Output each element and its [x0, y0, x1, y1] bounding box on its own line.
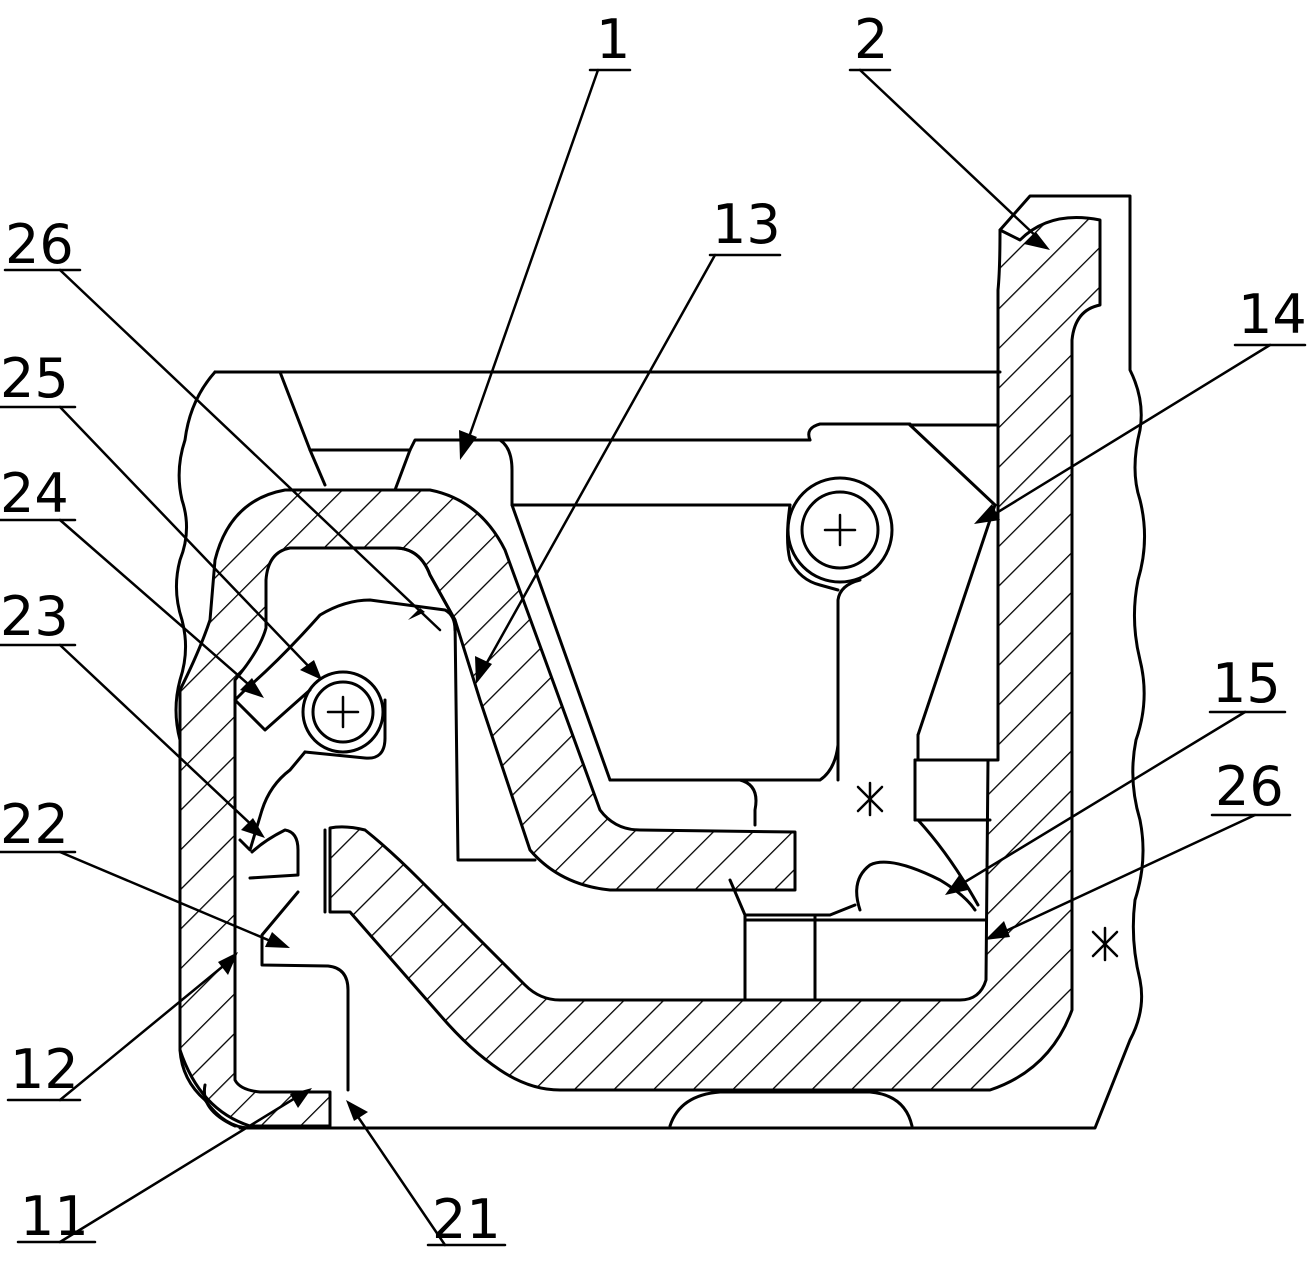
- callout-12: 12: [10, 1038, 79, 1101]
- part-2-seal-section: [330, 218, 1100, 1091]
- rivet-mark-center: [858, 783, 882, 815]
- callout-26-top: 26: [5, 213, 74, 276]
- callout-24: 24: [0, 462, 69, 525]
- callout-25: 25: [0, 347, 69, 410]
- screw-right: [788, 478, 892, 582]
- callout-1: 1: [596, 8, 630, 71]
- callout-21: 21: [432, 1188, 501, 1251]
- rivet-mark-right: [1093, 928, 1117, 960]
- callout-22: 22: [0, 793, 69, 856]
- callout-13: 13: [712, 193, 781, 256]
- callout-11: 11: [20, 1185, 89, 1248]
- callout-2: 2: [854, 8, 888, 71]
- callout-15: 15: [1212, 652, 1281, 715]
- callout-14: 14: [1238, 283, 1307, 346]
- callout-23: 23: [0, 585, 69, 648]
- callout-26-right: 26: [1215, 755, 1284, 818]
- screw-left: [303, 672, 383, 752]
